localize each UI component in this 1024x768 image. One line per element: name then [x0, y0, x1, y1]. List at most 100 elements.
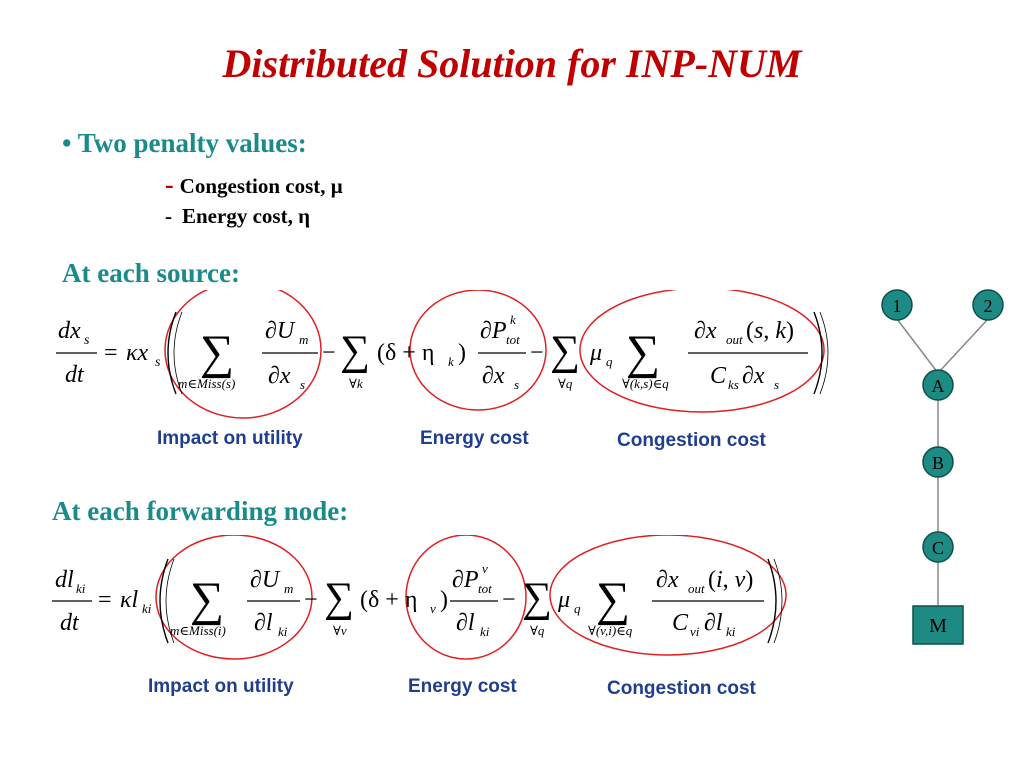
bullet-item-text: Energy cost, η: [182, 204, 310, 228]
svg-text:=: =: [98, 587, 112, 613]
energy-label: Energy cost: [420, 428, 529, 449]
svg-text:∑: ∑: [550, 328, 580, 374]
node-1: 1: [881, 289, 913, 321]
svg-text:k: k: [510, 312, 516, 327]
svg-text:ki: ki: [480, 624, 490, 639]
svg-text:∀q: ∀q: [558, 376, 573, 391]
svg-text:C: C: [710, 363, 727, 389]
svg-text:∂x: ∂x: [742, 363, 765, 389]
svg-text:q: q: [574, 601, 581, 616]
svg-text:B: B: [932, 453, 944, 473]
svg-text:∂U: ∂U: [265, 318, 296, 344]
svg-text:∂x: ∂x: [268, 363, 291, 389]
svg-text:s: s: [300, 377, 305, 392]
bullet-heading-text: Two penalty values:: [77, 128, 307, 158]
svg-text:∑: ∑: [626, 326, 660, 379]
svg-text:k: k: [448, 354, 454, 369]
svg-text:m: m: [299, 332, 308, 347]
svg-text:∑: ∑: [596, 573, 630, 626]
svg-text:∂x: ∂x: [694, 318, 717, 344]
svg-text:tot: tot: [478, 581, 492, 596]
svg-text:=: =: [104, 340, 118, 366]
svg-text:∀q: ∀q: [530, 623, 545, 638]
svg-text:2: 2: [984, 296, 993, 316]
bullet-heading: • Two penalty values:: [62, 128, 307, 159]
svg-text:dx: dx: [58, 318, 81, 344]
node-a: A: [922, 369, 954, 401]
svg-text:μ: μ: [589, 340, 602, 366]
svg-text:M: M: [929, 615, 947, 637]
utility-label: Impact on utility: [157, 428, 303, 449]
svg-text:(i, v): (i, v): [708, 567, 753, 593]
svg-text:1: 1: [893, 296, 902, 316]
svg-text:tot: tot: [506, 332, 520, 347]
svg-text:∂P: ∂P: [480, 318, 507, 344]
svg-text:q: q: [606, 354, 613, 369]
dash-marker: -: [165, 170, 174, 199]
utility-ellipse: [164, 290, 322, 419]
svg-text:ki: ki: [726, 624, 736, 639]
svg-text:−: −: [304, 587, 318, 613]
svg-text:∂P: ∂P: [452, 567, 479, 593]
bullet-item-energy: -Energy cost, η: [165, 204, 310, 229]
node-b: B: [922, 446, 954, 478]
svg-text:(δ + η: (δ + η: [377, 340, 434, 366]
svg-text:C: C: [932, 538, 944, 558]
svg-text:−: −: [530, 340, 544, 366]
congestion-ellipse: [549, 535, 787, 656]
svg-text:v: v: [482, 561, 488, 576]
svg-text:out: out: [726, 332, 743, 347]
energy-label: Energy cost: [408, 676, 517, 697]
source-heading: At each source:: [62, 258, 240, 288]
svg-text:−: −: [322, 340, 336, 366]
forwarding-heading: At each forwarding node:: [52, 496, 349, 526]
node-c: C: [922, 531, 954, 563]
svg-text:∀(k,s)∈q: ∀(k,s)∈q: [622, 376, 669, 391]
svg-text:∂x: ∂x: [656, 567, 679, 593]
svg-text:ki: ki: [278, 624, 288, 639]
svg-text:∂l: ∂l: [254, 610, 273, 636]
svg-text:∂x: ∂x: [482, 363, 505, 389]
svg-text:∑: ∑: [324, 575, 354, 621]
svg-text:μ: μ: [557, 587, 570, 613]
utility-label: Impact on utility: [148, 676, 294, 697]
energy-ellipse: [405, 535, 527, 660]
svg-text:∑: ∑: [522, 575, 552, 621]
svg-text:∂U: ∂U: [250, 567, 281, 593]
congestion-ellipse: [579, 290, 825, 413]
svg-text:vi: vi: [690, 624, 700, 639]
svg-text:dt: dt: [60, 610, 80, 636]
svg-text:dl: dl: [55, 567, 74, 593]
svg-text:v: v: [430, 601, 436, 616]
svg-text:−: −: [502, 587, 516, 613]
congestion-label: Congestion cost: [617, 430, 766, 451]
svg-text:m∈Miss(s): m∈Miss(s): [178, 376, 235, 391]
svg-text:(δ + η: (δ + η: [360, 587, 417, 613]
svg-text:): ): [440, 587, 448, 613]
svg-text:∂l: ∂l: [456, 610, 475, 636]
svg-text:m: m: [284, 581, 293, 596]
svg-text:s: s: [774, 377, 779, 392]
svg-text:ks: ks: [728, 377, 739, 392]
svg-text:m∈Miss(i): m∈Miss(i): [170, 623, 226, 638]
svg-text:out: out: [688, 581, 705, 596]
svg-text:∑: ∑: [190, 573, 224, 626]
svg-text:∀k: ∀k: [349, 376, 363, 391]
energy-ellipse: [409, 290, 547, 411]
diagram-edges: [896, 318, 989, 605]
svg-text:(s, k): (s, k): [746, 318, 794, 344]
svg-text:): ): [458, 340, 466, 366]
svg-text:s: s: [514, 377, 519, 392]
bullet-item-congestion: -Congestion cost, μ: [165, 170, 343, 200]
svg-text:ki: ki: [142, 601, 152, 616]
svg-text:A: A: [932, 376, 945, 396]
network-diagram: 1 2 A B C M: [881, 289, 1004, 645]
congestion-label: Congestion cost: [607, 678, 756, 699]
svg-text:s: s: [84, 333, 90, 348]
svg-text:∑: ∑: [200, 326, 234, 379]
svg-text:∑: ∑: [340, 328, 370, 374]
dash-marker: -: [165, 204, 172, 228]
bullet-marker: •: [62, 128, 72, 158]
